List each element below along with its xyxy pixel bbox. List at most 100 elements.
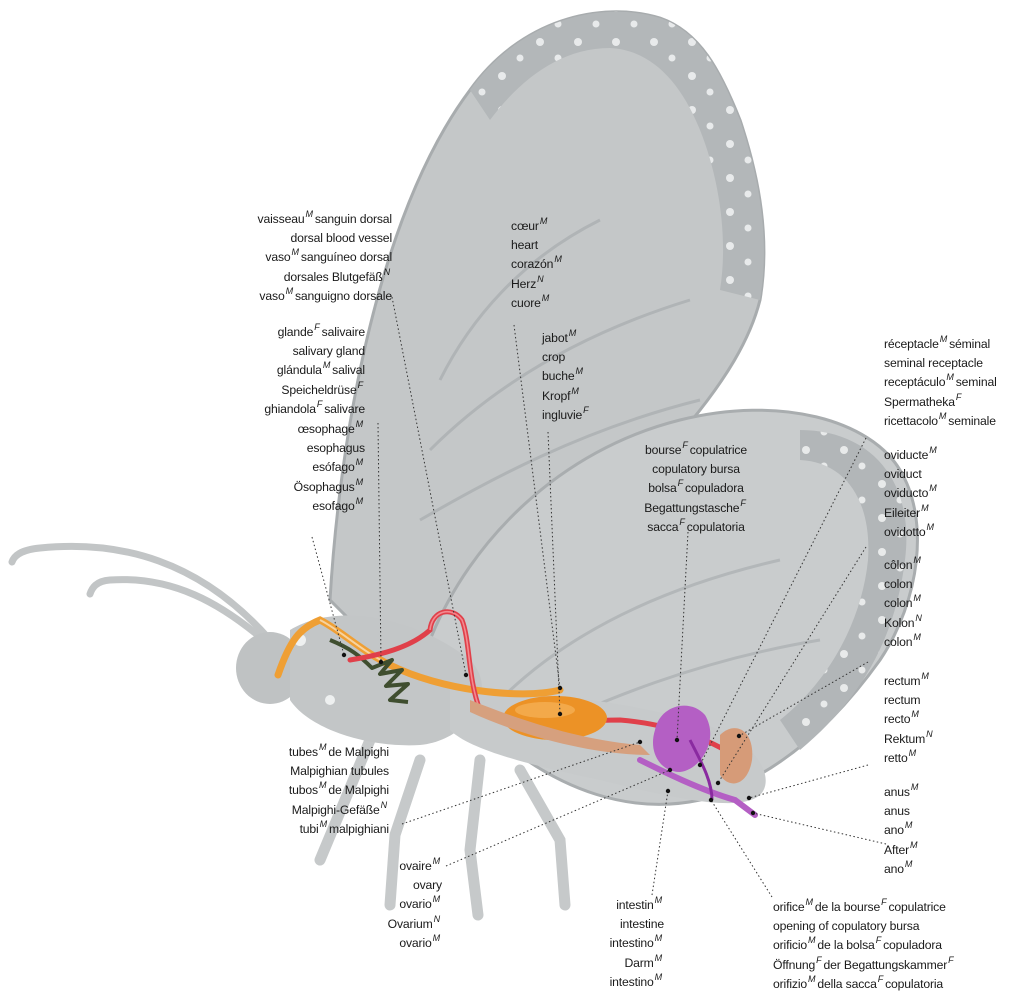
heart-term: HerzN — [511, 275, 564, 294]
gender-marker: M — [319, 742, 326, 752]
gender-marker: M — [808, 974, 815, 984]
copulatory-bursa-term: BegattungstascheF — [622, 499, 770, 518]
leader-dot — [716, 781, 720, 785]
gender-marker: M — [913, 593, 920, 603]
leader-dot — [709, 798, 713, 802]
gender-marker: N — [434, 914, 440, 924]
leader-dot — [675, 738, 679, 742]
rectum-term: rectum — [884, 691, 934, 710]
label-copulatory-bursa: bourseFcopulatricecopulatory bursabolsaF… — [622, 441, 770, 537]
ovary-term: OvariumN — [388, 915, 442, 934]
intestine-term: intestine — [610, 915, 664, 934]
oviduct-term: ovidottoM — [884, 523, 939, 542]
dorsal-blood-vessel-term: vaisseauMsanguin dorsal — [258, 210, 392, 229]
gender-marker: M — [929, 445, 936, 455]
esophagus-term: esófagoM — [294, 458, 365, 477]
anus-term: anus — [884, 802, 920, 821]
gender-marker: M — [655, 895, 662, 905]
gender-marker: M — [319, 780, 326, 790]
leader-dot — [342, 653, 346, 657]
gender-marker: F — [317, 399, 322, 409]
gender-marker: F — [583, 405, 588, 415]
oviduct-term: EileiterM — [884, 504, 939, 523]
antennae — [12, 546, 275, 650]
gender-marker: M — [927, 522, 934, 532]
ovary-term: ovaireM — [388, 857, 442, 876]
colon-term: colon — [884, 575, 924, 594]
colon-term: colonM — [884, 633, 924, 652]
gender-marker: M — [292, 247, 299, 257]
gender-marker: M — [910, 840, 917, 850]
gender-marker: M — [540, 216, 547, 226]
gender-marker: M — [905, 859, 912, 869]
gender-marker: M — [805, 897, 812, 907]
gender-marker: M — [356, 457, 363, 467]
salivary-gland-term: SpeicheldrüseF — [264, 381, 365, 400]
label-heart: cœurMheartcorazónMHerzNcuoreM — [511, 217, 564, 313]
crop-term: ingluvieF — [542, 406, 591, 425]
gender-marker: M — [911, 782, 918, 792]
gender-marker: M — [320, 819, 327, 829]
esophagus-term: esophagus — [294, 439, 365, 458]
crop-term: jabotM — [542, 329, 591, 348]
leader-dot — [464, 673, 468, 677]
gender-marker: M — [433, 856, 440, 866]
gender-marker: F — [678, 478, 683, 488]
ovary-term: ovarioM — [388, 895, 442, 914]
salivary-gland-term: glándulaMsalival — [264, 361, 365, 380]
leader-dot — [747, 796, 751, 800]
gender-marker: M — [940, 334, 947, 344]
anus-term: AfterM — [884, 841, 920, 860]
malpighian-tubules-term: Malpighian tubules — [289, 762, 389, 781]
ovary-term: ovarioM — [388, 934, 442, 953]
copulatory-bursa-term: copulatory bursa — [622, 460, 770, 479]
heart-term: heart — [511, 236, 564, 255]
copulatory-bursa-opening-term: opening of copulatory bursa — [773, 917, 956, 936]
leader-line — [711, 800, 772, 897]
copulatory-bursa-term: saccaFcopulatoria — [622, 518, 770, 537]
gender-marker: M — [554, 254, 561, 264]
leader-dot — [666, 789, 670, 793]
gender-marker: F — [878, 974, 883, 984]
rectum-term: rectumM — [884, 672, 934, 691]
anus-term: anoM — [884, 821, 920, 840]
colon-term: colonM — [884, 594, 924, 613]
leader-dot — [379, 660, 383, 664]
gender-marker: M — [939, 411, 946, 421]
gender-marker: M — [909, 748, 916, 758]
rectum-term: rettoM — [884, 749, 934, 768]
esophagus-term: œsophageM — [294, 420, 365, 439]
intestine-term: intestinM — [610, 896, 664, 915]
gender-marker: M — [946, 372, 953, 382]
malpighian-tubules-term: Malpighi-GefäßeN — [289, 801, 389, 820]
seminal-receptacle-term: seminal receptacle — [884, 354, 997, 373]
esophagus-term: esofagoM — [294, 497, 365, 516]
gender-marker: M — [921, 503, 928, 513]
intestine-term: intestinoM — [610, 934, 664, 953]
gender-marker: M — [433, 894, 440, 904]
gender-marker: M — [913, 555, 920, 565]
gender-marker: M — [286, 286, 293, 296]
colon-term: côlonM — [884, 556, 924, 575]
ovary-term: ovary — [388, 876, 442, 895]
gender-marker: M — [655, 933, 662, 943]
oviduct-term: oviduct — [884, 465, 939, 484]
label-dorsal-blood-vessel: vaisseauMsanguin dorsaldorsal blood vess… — [258, 210, 392, 306]
gender-marker: F — [679, 517, 684, 527]
gender-marker: F — [881, 897, 886, 907]
intestine-term: intestinoM — [610, 973, 664, 992]
intestine-term: DarmM — [610, 954, 664, 973]
